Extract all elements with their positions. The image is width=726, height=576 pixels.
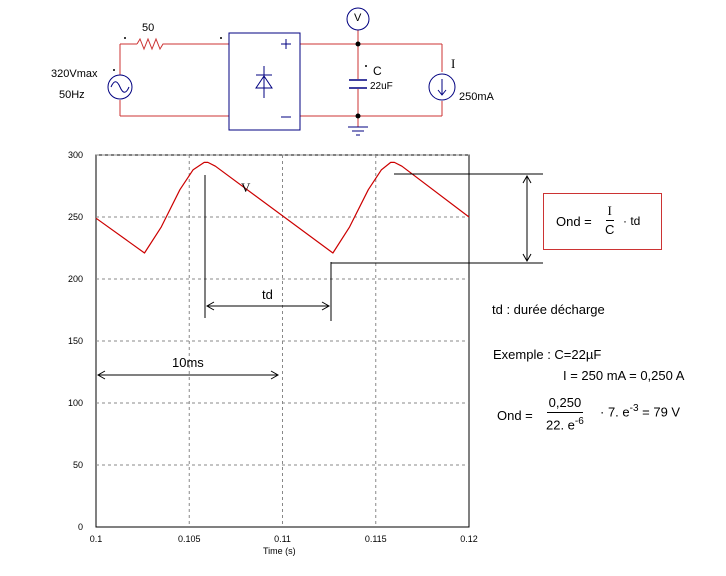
calc-den-base: 22. e — [546, 417, 575, 433]
x-tick-label: 0.105 — [178, 534, 201, 544]
x-axis-title: Time (s) — [263, 546, 296, 556]
x-tick-label: 0.115 — [365, 534, 387, 544]
bridge-rectifier-symbol — [228, 32, 301, 131]
series-line-v — [95, 161, 470, 254]
calc-mid-base: · 7. e — [600, 404, 630, 420]
example-heading: Exemple : C=22µF — [493, 347, 602, 362]
current-value-label: 250mA — [459, 91, 494, 103]
period-arrow — [96, 370, 280, 380]
formula-denominator: C — [605, 222, 615, 237]
td-definition: td : durée décharge — [492, 302, 605, 317]
y-tick-label: 50 — [73, 460, 83, 470]
voltmeter-label: V — [354, 12, 362, 24]
annotation-lines — [204, 173, 543, 321]
calc-denominator: 22. e-6 — [544, 413, 586, 433]
y-tick-label: 150 — [68, 336, 83, 346]
ripple-formula-box: Ond = I C · td — [543, 193, 662, 250]
capacitor-value-label: 22uF — [370, 81, 393, 92]
polarity-marks — [113, 37, 367, 71]
capacitor-symbol — [349, 79, 367, 89]
ripple-arrow — [522, 174, 532, 263]
y-tick-label: 300 — [68, 150, 83, 160]
y-tick-label: 200 — [68, 274, 83, 284]
y-tick-label: 250 — [68, 212, 83, 222]
calc-den-exponent: -6 — [574, 416, 584, 427]
voltmeter-symbol — [346, 7, 370, 31]
example-current: I = 250 mA = 0,250 A — [563, 368, 685, 383]
ac-source-symbol — [107, 74, 133, 100]
circuit-wires — [119, 30, 443, 127]
rectifier-circuit-schematic — [107, 7, 456, 136]
source-voltage-label: 320Vmax — [51, 68, 98, 80]
series-layer — [95, 161, 470, 254]
x-tick-label: 0.1 — [90, 534, 103, 544]
calc-numerator: 0,250 — [546, 395, 584, 413]
x-tick-label: 0.12 — [460, 534, 478, 544]
calc-mid-exponent: -3 — [629, 403, 639, 414]
td-arrow-label: td — [262, 287, 273, 302]
formula-fraction: I C — [603, 203, 616, 238]
x-tick-label: 0.11 — [274, 534, 291, 544]
junction-dots — [355, 41, 361, 119]
calc-lhs: Ond = — [497, 408, 533, 423]
calc-fraction: 0,250 22. e-6 — [544, 395, 586, 433]
td-arrow — [205, 301, 331, 311]
calc-product: · 7. e-3 = 79 V — [600, 403, 680, 419]
chart-grid — [96, 154, 469, 527]
formula-numerator: I — [605, 203, 614, 221]
period-arrow-label: 10ms — [172, 355, 204, 370]
voltage-waveform-chart: 0.1 0.105 0.11 0.115 0.12 0 50 100 150 200 250 300 — [68, 150, 478, 544]
current-source-label: I — [451, 56, 456, 71]
resistor-label: 50 — [142, 22, 155, 34]
y-tick-label: 100 — [68, 398, 83, 408]
formula-tail: · td — [623, 214, 641, 228]
calc-result: = 79 V — [638, 404, 681, 420]
resistor-symbol — [136, 37, 166, 51]
current-source-symbol — [428, 73, 456, 101]
series-label-v: V — [241, 180, 251, 195]
y-tick-label: 0 — [78, 522, 83, 532]
x-axis-ticks: 0.1 0.105 0.11 0.115 0.12 — [90, 534, 478, 544]
source-frequency-label: 50Hz — [59, 89, 85, 101]
y-axis-ticks: 0 50 100 150 200 250 300 — [68, 150, 83, 532]
ground-symbol — [348, 126, 368, 136]
capacitor-label: C — [373, 64, 382, 78]
formula-lhs: Ond = — [556, 214, 592, 229]
